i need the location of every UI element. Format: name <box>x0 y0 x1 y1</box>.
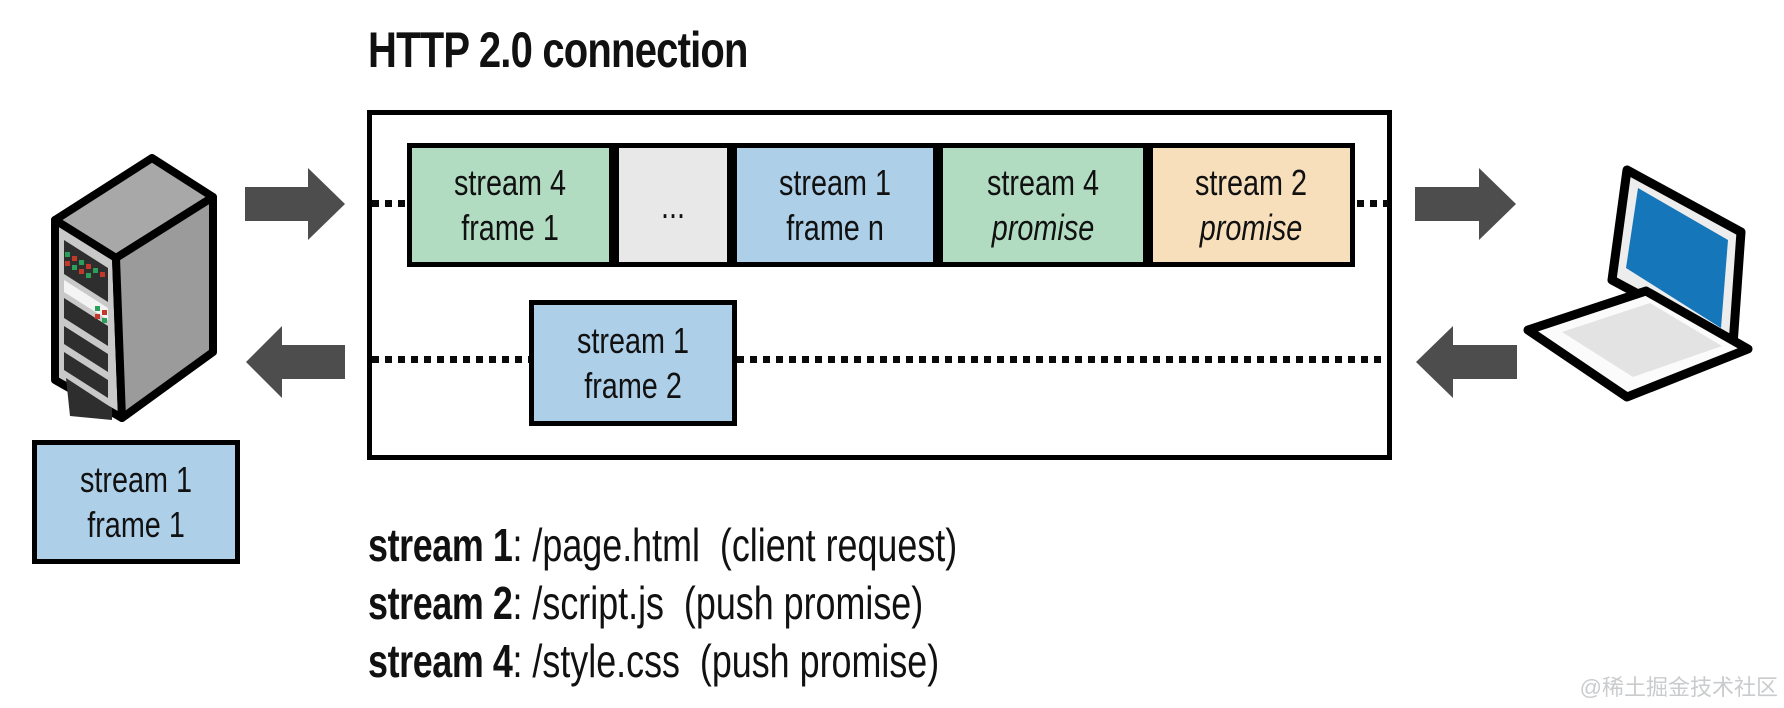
frame-label: frame 2 <box>584 365 682 406</box>
legend-line-stream4: stream 4: /style.css (push promise) <box>368 632 957 690</box>
laptop-icon <box>1523 165 1753 402</box>
frame-stream2-promise: stream 2 promise <box>1148 143 1355 267</box>
legend-stream-detail: : /page.html (client request) <box>512 519 958 571</box>
frame-stream1-frame2: stream 1 frame 2 <box>529 300 737 426</box>
arrow-left-server-icon <box>246 326 345 398</box>
dotted-line-bottom-left <box>372 356 529 363</box>
legend-line-stream2: stream 2: /script.js (push promise) <box>368 574 957 632</box>
watermark: @稀土掘金技术社区 <box>1579 675 1778 700</box>
frame-label: stream 4 <box>454 162 567 203</box>
frame-label: frame 1 <box>461 207 560 248</box>
arrow-left-laptop-icon <box>1416 326 1517 398</box>
ellipsis-label: ... <box>660 184 685 226</box>
arrow-right-server-icon <box>245 168 345 240</box>
arrow-right-laptop-icon <box>1415 168 1516 240</box>
frame-ellipsis: ... <box>614 143 732 267</box>
frame-label: stream 1 <box>778 162 892 203</box>
frame-label: stream 1 <box>79 459 193 500</box>
legend-stream-label: stream 1 <box>368 519 513 571</box>
server-drive-slots <box>64 240 112 420</box>
frame-label: stream 1 <box>576 320 690 361</box>
legend-stream-detail: : /style.css (push promise) <box>512 635 940 687</box>
frame-label: stream 4 <box>986 162 1100 203</box>
dotted-line-top-left <box>372 200 407 207</box>
frame-label: frame 1 <box>87 504 185 545</box>
stream-legend: stream 1: /page.html (client request) st… <box>368 516 957 690</box>
legend-stream-detail: : /script.js (push promise) <box>512 577 924 629</box>
legend-stream-label: stream 4 <box>368 635 513 687</box>
frame-label: promise <box>1200 207 1303 248</box>
legend-stream-label: stream 2 <box>368 577 513 629</box>
frame-label: stream 2 <box>1195 162 1308 203</box>
frame-label: promise <box>991 207 1095 248</box>
legend-line-stream1: stream 1: /page.html (client request) <box>368 516 957 574</box>
frame-stream4-frame1: stream 4 frame 1 <box>407 143 614 267</box>
frame-stream1-framen: stream 1 frame n <box>732 143 938 267</box>
dotted-line-bottom-right <box>737 356 1387 363</box>
frame-stream1-frame1-server: stream 1 frame 1 <box>32 440 240 564</box>
frame-stream4-promise: stream 4 promise <box>938 143 1148 267</box>
diagram-title: HTTP 2.0 connection <box>368 22 748 78</box>
dotted-line-top-right <box>1357 200 1388 207</box>
frame-label: frame n <box>786 207 884 248</box>
server-led-lights <box>65 252 107 323</box>
